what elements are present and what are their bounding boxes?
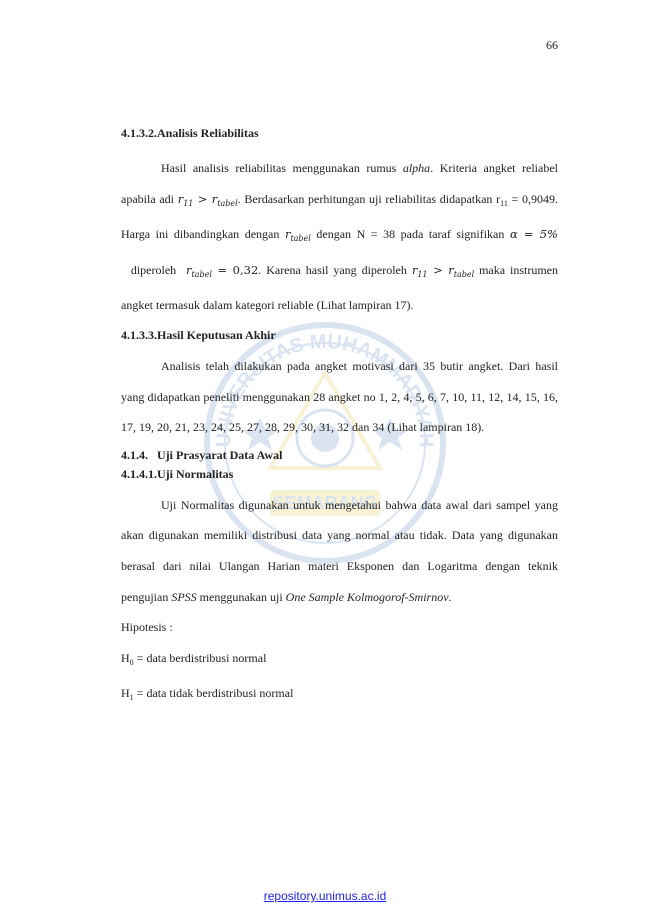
text-fragment: maka instrumen angket termasuk dalam kat… <box>121 262 558 313</box>
greater-than-symbol: > <box>193 191 212 206</box>
text-fragment: . Berdasarkan perhitungan uji reliabilit… <box>237 191 501 206</box>
hypothesis-h0: H0 = data berdistribusi normal <box>121 650 267 667</box>
repository-link[interactable]: repository.unimus.ac.id <box>263 889 387 903</box>
section-heading-normalitas: 4.1.4.1.Uji Normalitas <box>121 466 234 481</box>
formula-rtabel-4: rtabel <box>448 262 475 279</box>
paragraph-keputusan: Analisis telah dilakukan pada angket mot… <box>121 358 558 435</box>
alpha-term: alpha <box>402 161 431 175</box>
formula-r11-2: r11 <box>411 262 428 279</box>
text-fragment: menggunakan uji <box>196 589 286 604</box>
section-heading-prasyarat: 4.1.4. Uji Prasyarat Data Awal <box>121 447 283 462</box>
subscript-11: 11 <box>500 198 508 208</box>
text-fragment: . Kriteria angket reliabel apabila adi <box>121 161 558 206</box>
section-heading-reliabilitas: 4.1.3.2.Analisis Reliabilitas <box>121 126 259 140</box>
text-fragment: . Karena hasil yang diperoleh <box>258 262 412 277</box>
spss-term: SPSS <box>171 589 197 604</box>
document-body: 4.1.3.2.Analisis Reliabilitas Hasil anal… <box>121 120 558 714</box>
formula-rtabel-2: rtabel <box>284 227 311 244</box>
formula-rtabel-3: rtabel <box>185 262 212 279</box>
paragraph-normalitas: Uji Normalitas digunakan untuk mengetahu… <box>121 490 558 612</box>
section-heading-keputusan: 4.1.3.3.Hasil Keputusan Akhir <box>121 327 276 342</box>
university-seal-watermark: UNIVERSITAS MUHAMMADIYAH SEMARANG <box>204 322 446 564</box>
text-fragment: dengan N = 38 pada taraf signifikan <box>310 227 510 242</box>
hypothesis-h1: H1 = data tidak berdistribusi normal <box>121 686 294 703</box>
page-number: 66 <box>546 38 558 52</box>
text-fragment: Hasil analisis reliabilitas menggunakan … <box>161 161 403 175</box>
greater-than-symbol: > <box>427 262 449 277</box>
rtabel-value: = 0,32 <box>211 262 259 277</box>
text-fragment: . <box>448 589 452 604</box>
hipotesis-label: Hipotesis : <box>121 620 173 635</box>
paragraph-reliabilitas: Hasil analisis reliabilitas menggunakan … <box>121 153 558 321</box>
text-fragment: diperoleh <box>121 262 186 277</box>
text-fragment: = 0,9049. Harga ini dibandingkan dengan <box>121 191 558 242</box>
formula-rtabel: rtabel <box>211 191 238 208</box>
text-fragment: Uji Normalitas digunakan untuk mengetahu… <box>121 497 558 604</box>
test-name-term: One Sample Kolmogorof-Smirnov <box>285 589 449 604</box>
formula-alpha: α = 5% <box>509 227 558 242</box>
watermark-text-bottom: SEMARANG <box>272 493 377 513</box>
formula-r11: r11 <box>177 191 194 208</box>
